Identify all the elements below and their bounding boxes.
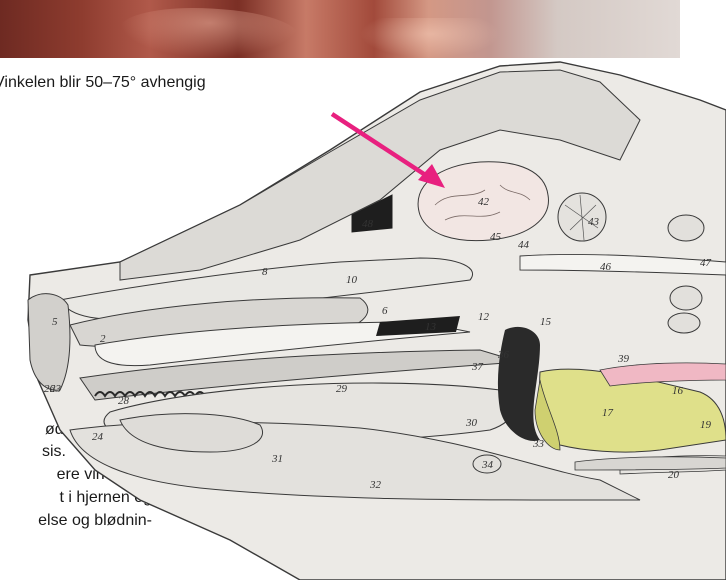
label-29: 29 — [336, 383, 348, 395]
label-20: 20 — [668, 469, 680, 481]
snout-tip — [28, 294, 70, 391]
label-37: 37 — [471, 361, 484, 373]
label-6: 6 — [382, 305, 388, 317]
label-16: 16 — [672, 385, 684, 397]
label-23: 23 — [50, 383, 62, 395]
label-44: 44 — [518, 239, 530, 251]
label-34: 34 — [481, 459, 494, 471]
vertebra — [670, 286, 702, 310]
label-13: 13 — [425, 321, 437, 333]
label-46: 46 — [600, 261, 612, 273]
label-8: 8 — [262, 266, 268, 278]
label-15: 15 — [540, 316, 552, 328]
vertebra — [668, 215, 704, 241]
label-42: 42 — [478, 196, 490, 208]
label-33: 33 — [532, 438, 545, 450]
label-45: 45 — [490, 231, 502, 243]
label-30: 30 — [465, 417, 478, 429]
label-28: 28 — [118, 395, 130, 407]
label-48: 48 — [362, 218, 374, 230]
label-39: 39 — [617, 353, 630, 365]
label-36: 36 — [497, 349, 510, 361]
label-17: 17 — [602, 407, 614, 419]
label-2: 2 — [100, 333, 106, 345]
label-12: 12 — [478, 311, 490, 323]
label-24: 24 — [92, 431, 104, 443]
label-31: 31 — [271, 453, 283, 465]
label-43: 43 — [588, 216, 600, 228]
label-47: 47 — [700, 257, 712, 269]
label-10: 10 — [346, 274, 358, 286]
label-32: 32 — [369, 479, 382, 491]
label-5: 5 — [52, 316, 58, 328]
vertebra — [668, 313, 700, 333]
label-19: 19 — [700, 419, 712, 431]
